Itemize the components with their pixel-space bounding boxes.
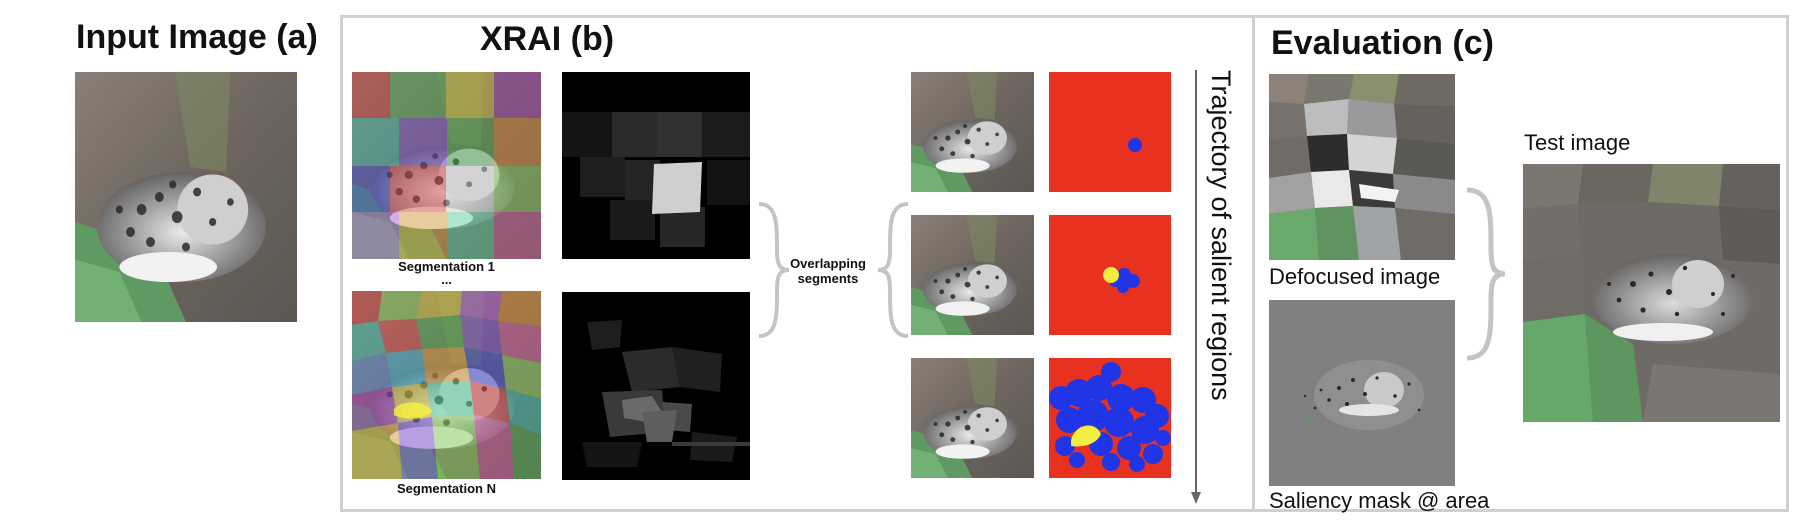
- test-image-label: Test image: [1524, 130, 1631, 155]
- trajectory-label-box: Trajectory of salient regions: [1205, 70, 1245, 470]
- saliency-mask-area-label: Saliency mask @ area: [1269, 488, 1490, 513]
- overlapping-label-line2: segments: [797, 271, 859, 286]
- input-image: [75, 72, 297, 322]
- saliency-mask-area-image: [1269, 300, 1455, 486]
- trajectory-image-3: [911, 358, 1034, 478]
- overlapping-label-line1: Overlapping: [790, 256, 866, 271]
- trajectory-image-2: [911, 215, 1034, 335]
- segmentation-n-image: [352, 291, 541, 479]
- evaluation-panel-border: [1252, 15, 1789, 512]
- saliency-mask-1: [1049, 72, 1171, 192]
- right-brace-icon: [755, 200, 791, 340]
- segmentation-n-label: Segmentation N: [397, 481, 496, 496]
- segmentation-1-label: Segmentation 1: [398, 259, 495, 274]
- xrai-title: XRAI (b): [480, 20, 615, 58]
- evaluation-brace-icon: [1463, 186, 1509, 362]
- input-image-title: Input Image (a): [76, 18, 318, 56]
- saliency-mask-3: [1049, 358, 1171, 478]
- evaluation-title: Evaluation (c): [1271, 24, 1494, 62]
- test-image: [1523, 164, 1780, 422]
- attribution-map-n: [562, 292, 750, 480]
- trajectory-label: Trajectory of salient regions: [1206, 70, 1236, 401]
- defocused-image: [1269, 74, 1455, 260]
- defocused-image-label: Defocused image: [1269, 264, 1441, 289]
- left-brace-icon: [876, 200, 912, 340]
- segmentation-1-image: [352, 72, 541, 259]
- attribution-map-1: [562, 72, 750, 259]
- trajectory-arrow: [1189, 70, 1203, 506]
- saliency-mask-2: [1049, 215, 1171, 335]
- trajectory-image-1: [911, 72, 1034, 192]
- segmentation-ellipsis: ...: [441, 272, 452, 287]
